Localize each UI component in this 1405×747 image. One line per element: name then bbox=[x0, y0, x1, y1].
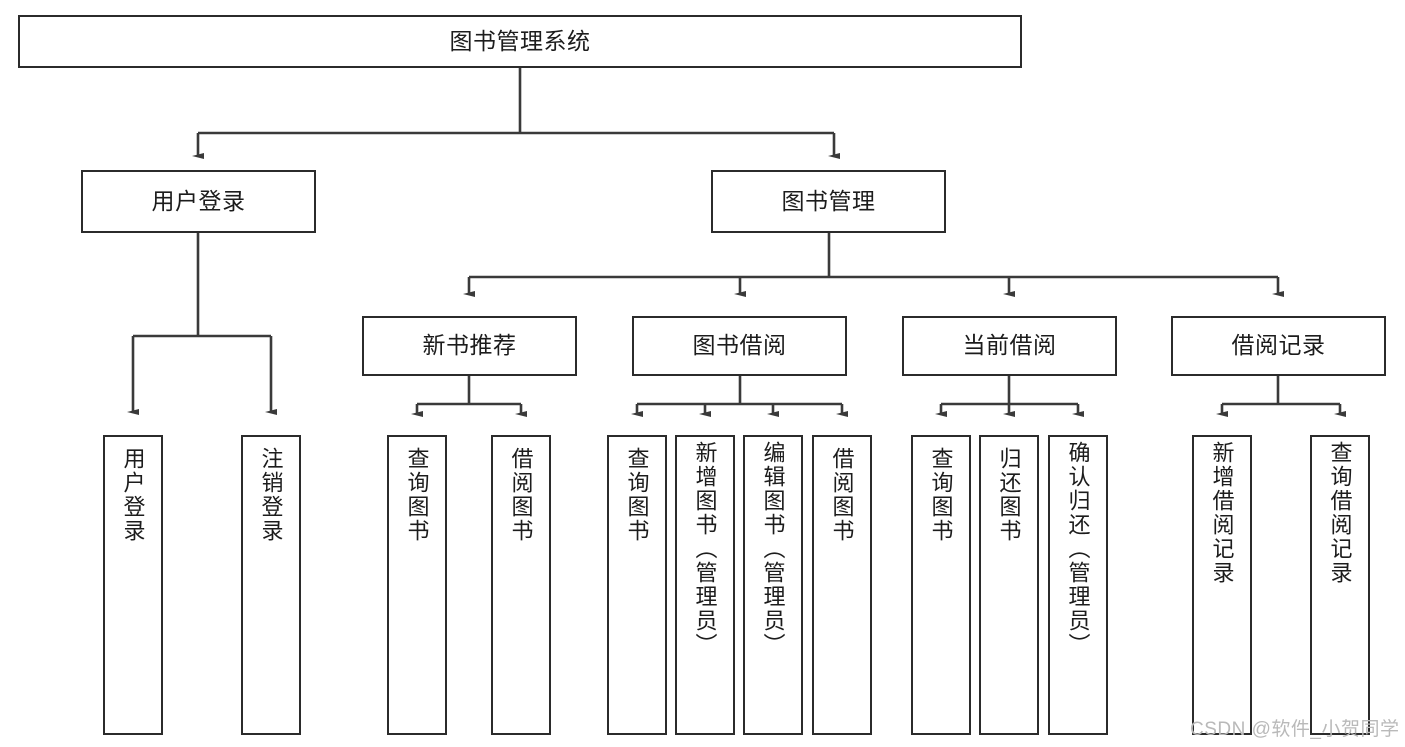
node-new-book-recommend[interactable]: 新书推荐 bbox=[362, 316, 577, 376]
node-book-manage[interactable]: 图书管理 bbox=[711, 170, 946, 233]
leaf-edit-book-admin[interactable]: 编辑图书（管理员） bbox=[743, 435, 803, 735]
node-current-borrow[interactable]: 当前借阅 bbox=[902, 316, 1117, 376]
leaf-query-book-current[interactable]: 查询图书 bbox=[911, 435, 971, 735]
leaf-borrow-book-borrow[interactable]: 借阅图书 bbox=[812, 435, 872, 735]
node-borrow-record[interactable]: 借阅记录 bbox=[1171, 316, 1386, 376]
leaf-query-borrow-record-label: 查询借阅记录 bbox=[1327, 441, 1353, 585]
node-root[interactable]: 图书管理系统 bbox=[18, 15, 1022, 68]
leaf-borrow-book-borrow-label: 借阅图书 bbox=[829, 447, 855, 543]
csdn-watermark: CSDN @软件_小贺同学 bbox=[1190, 719, 1400, 740]
node-book-manage-label: 图书管理 bbox=[781, 187, 876, 214]
leaf-query-book-recommend[interactable]: 查询图书 bbox=[387, 435, 447, 735]
node-book-borrow[interactable]: 图书借阅 bbox=[632, 316, 847, 376]
leaf-user-logout-label: 注销登录 bbox=[258, 447, 284, 543]
leaf-borrow-book-recommend-label: 借阅图书 bbox=[508, 447, 534, 543]
leaf-edit-book-admin-label: 编辑图书（管理员） bbox=[760, 441, 786, 657]
leaf-add-borrow-record[interactable]: 新增借阅记录 bbox=[1192, 435, 1252, 735]
leaf-return-book-label: 归还图书 bbox=[996, 447, 1022, 543]
node-current-borrow-label: 当前借阅 bbox=[962, 332, 1057, 359]
leaf-confirm-return-admin[interactable]: 确认归还（管理员） bbox=[1048, 435, 1108, 735]
node-user-login[interactable]: 用户登录 bbox=[81, 170, 316, 233]
node-root-label: 图书管理系统 bbox=[449, 27, 591, 54]
leaf-return-book[interactable]: 归还图书 bbox=[979, 435, 1039, 735]
leaf-query-borrow-record[interactable]: 查询借阅记录 bbox=[1310, 435, 1370, 735]
node-new-book-recommend-label: 新书推荐 bbox=[422, 332, 517, 359]
node-user-login-label: 用户登录 bbox=[151, 187, 246, 214]
leaf-user-login[interactable]: 用户登录 bbox=[103, 435, 163, 735]
leaf-query-book-borrow[interactable]: 查询图书 bbox=[607, 435, 667, 735]
leaf-user-login-label: 用户登录 bbox=[120, 447, 146, 543]
leaf-add-borrow-record-label: 新增借阅记录 bbox=[1209, 441, 1235, 585]
leaf-query-book-current-label: 查询图书 bbox=[928, 447, 954, 543]
node-book-borrow-label: 图书借阅 bbox=[692, 332, 787, 359]
node-borrow-record-label: 借阅记录 bbox=[1231, 332, 1326, 359]
leaf-confirm-return-admin-label: 确认归还（管理员） bbox=[1065, 441, 1091, 657]
leaf-add-book-admin-label: 新增图书（管理员） bbox=[692, 441, 718, 657]
leaf-query-book-recommend-label: 查询图书 bbox=[404, 447, 430, 543]
leaf-query-book-borrow-label: 查询图书 bbox=[624, 447, 650, 543]
leaf-borrow-book-recommend[interactable]: 借阅图书 bbox=[491, 435, 551, 735]
leaf-user-logout[interactable]: 注销登录 bbox=[241, 435, 301, 735]
leaf-add-book-admin[interactable]: 新增图书（管理员） bbox=[675, 435, 735, 735]
